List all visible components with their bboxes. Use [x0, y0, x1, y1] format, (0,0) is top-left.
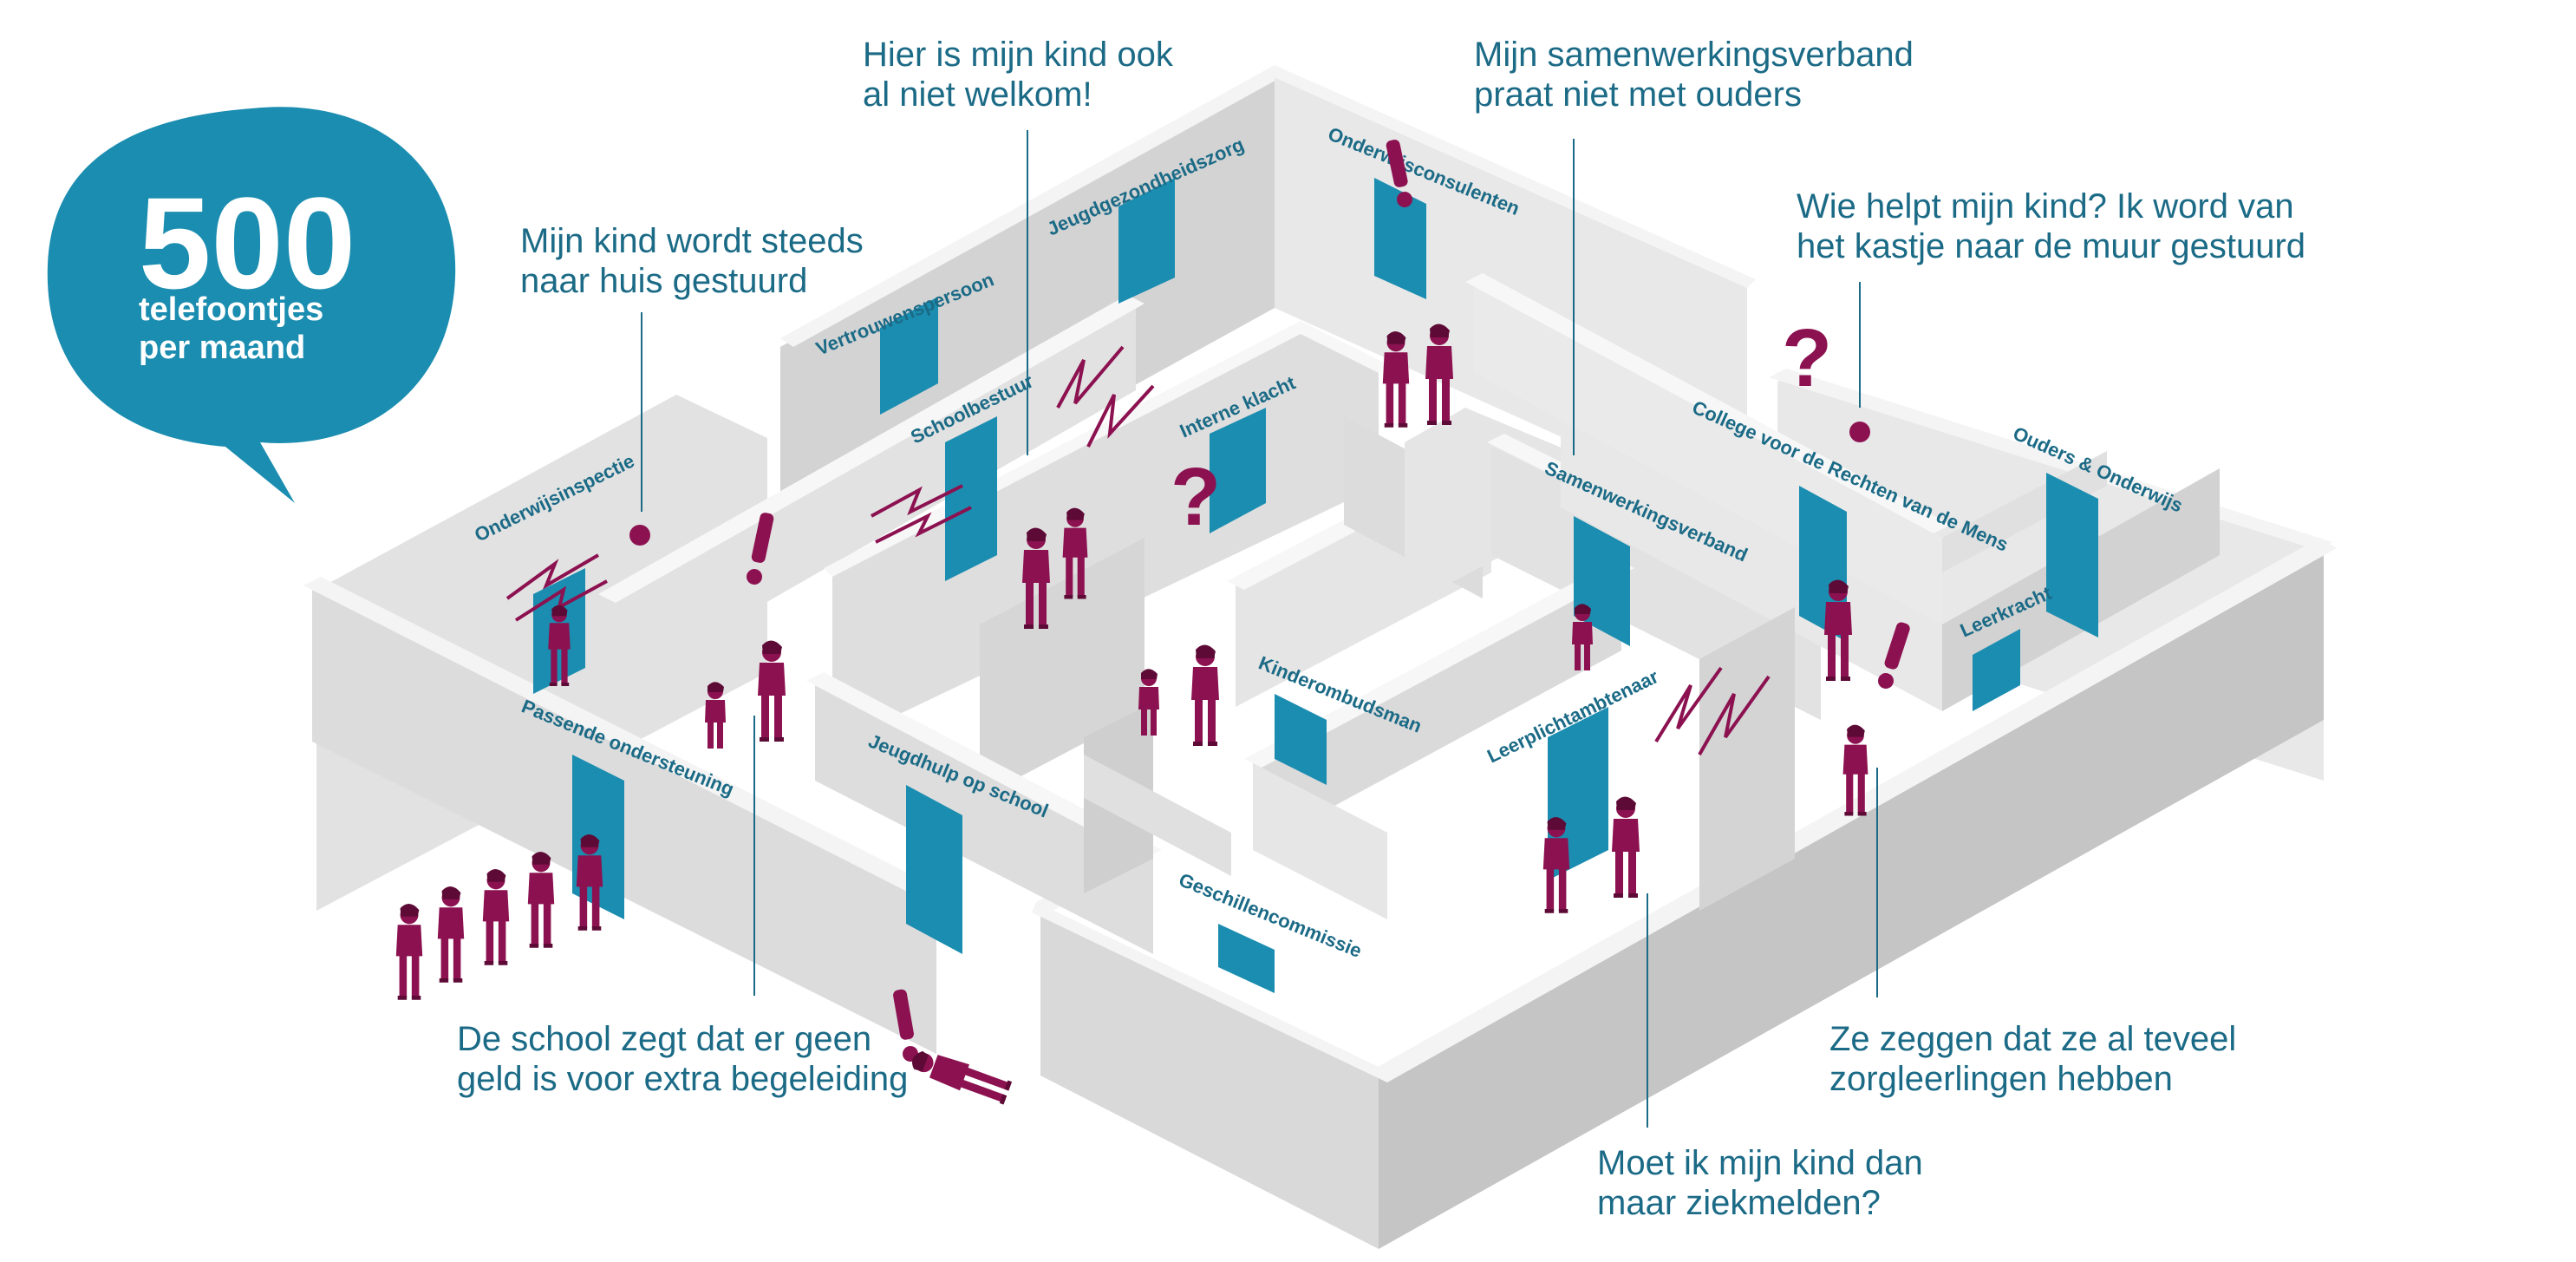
door-onderwijsconsulenten	[1374, 178, 1426, 299]
door-jeugdhulp	[906, 785, 962, 954]
callout-naar-huis: Mijn kind wordt steeds naar huis gestuur…	[520, 222, 864, 300]
door-leerplichtambtenaar	[1548, 707, 1608, 880]
maze-outer-walls	[303, 538, 2337, 1249]
person-figure	[482, 869, 510, 965]
callout-kastje-muur: Wie helpt mijn kind? Ik word van het kas…	[1797, 187, 2306, 265]
speech-bubble	[47, 107, 456, 503]
person-head	[1849, 422, 1870, 442]
stress-lines	[505, 345, 1771, 755]
question-icon: ?	[1171, 451, 1221, 543]
callout-niet-welkom: Hier is mijn kind ook al niet welkom!	[863, 36, 1173, 114]
callout-geen-geld: De school zegt dat er geen geld is voor …	[457, 1020, 909, 1098]
person-figure	[437, 886, 465, 983]
call-count-text: telefoontjes per maand	[139, 291, 324, 366]
person-figure	[527, 852, 555, 948]
person-figure	[395, 904, 423, 1000]
door-ouders-onderwijs	[2046, 473, 2098, 638]
door-vertrouwenspersoon	[880, 297, 938, 415]
callout-samenwerkingsverband: Mijn samenwerkingsverband praat niet met…	[1474, 36, 1914, 114]
door-interne-klacht	[1210, 408, 1266, 533]
door-leerkracht	[1973, 629, 2020, 711]
door-kinderombudsman	[1275, 694, 1327, 785]
fallen-person-figure	[908, 1045, 1013, 1107]
callout-ziekmelden: Moet ik mijn kind dan maar ziekmelden?	[1597, 1144, 1923, 1222]
question-icon: ?	[1782, 312, 1832, 404]
door-jeugdgezondheidszorg	[1118, 178, 1175, 304]
exclamation-icon	[747, 513, 774, 585]
exclamation-icon	[1878, 622, 1910, 689]
symbols: ? ?	[747, 139, 1910, 1062]
exclamation-icon	[1386, 139, 1412, 207]
callout-teveel-zorgleerlingen: Ze zeggen dat ze al teveel zorgleerlinge…	[1829, 1020, 2237, 1098]
door-geschillencommissie	[1218, 924, 1275, 993]
person-head	[629, 525, 650, 546]
call-count-number: 500	[139, 170, 356, 316]
leader-lines	[641, 130, 1878, 1128]
figures	[395, 324, 1870, 1107]
door-schoolbestuur	[945, 416, 997, 581]
